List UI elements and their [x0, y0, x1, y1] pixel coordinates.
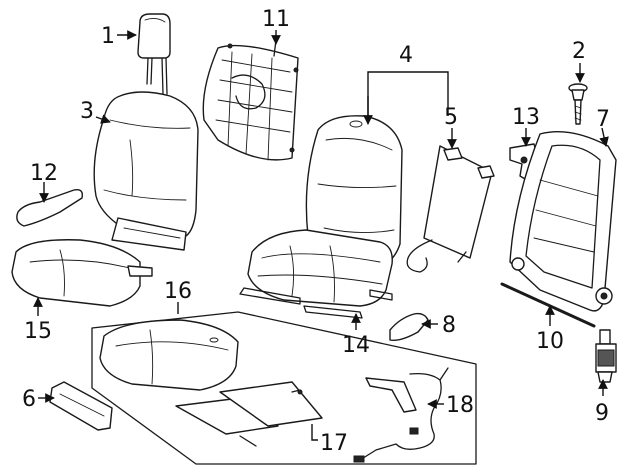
callout-18: 18 [446, 393, 474, 418]
callout-7: 7 [596, 107, 610, 132]
actuator-part [595, 329, 617, 383]
callout-1: 1 [101, 24, 115, 49]
wire-harness-part [353, 367, 449, 463]
callout-12: 12 [30, 161, 58, 186]
callout-2: 2 [572, 39, 586, 64]
back-panel-part [406, 145, 495, 273]
callout-6: 6 [22, 387, 36, 412]
callout-17: 17 [320, 431, 348, 456]
callout-13: 13 [512, 105, 540, 130]
rod-part [500, 282, 596, 328]
seat-cushion-part [11, 239, 153, 307]
cushion-heater-part [175, 381, 323, 447]
callout-9: 9 [595, 401, 609, 426]
cushion-pad-part [99, 319, 239, 391]
side-trim-part [16, 188, 84, 227]
callout-4: 4 [399, 43, 413, 68]
bolt-part [568, 83, 588, 125]
seat-assembly-part [239, 115, 403, 319]
seatback-cover-part [93, 91, 199, 251]
callout-3: 3 [80, 99, 94, 124]
seatback-heater-mat-part [202, 39, 299, 161]
handle-part [389, 312, 429, 342]
callout-11: 11 [262, 7, 290, 32]
leader-lines [33, 30, 609, 441]
callout-5: 5 [444, 105, 458, 130]
callout-16: 16 [164, 279, 192, 304]
callout-14: 14 [342, 333, 370, 358]
callout-10: 10 [536, 329, 564, 354]
headrest-part [137, 13, 171, 95]
part-16-kit-box [91, 311, 477, 465]
callout-8: 8 [442, 313, 456, 338]
lower-trim-part [49, 381, 113, 431]
seatback-frame-part [509, 131, 617, 312]
callout-15: 15 [24, 319, 52, 344]
